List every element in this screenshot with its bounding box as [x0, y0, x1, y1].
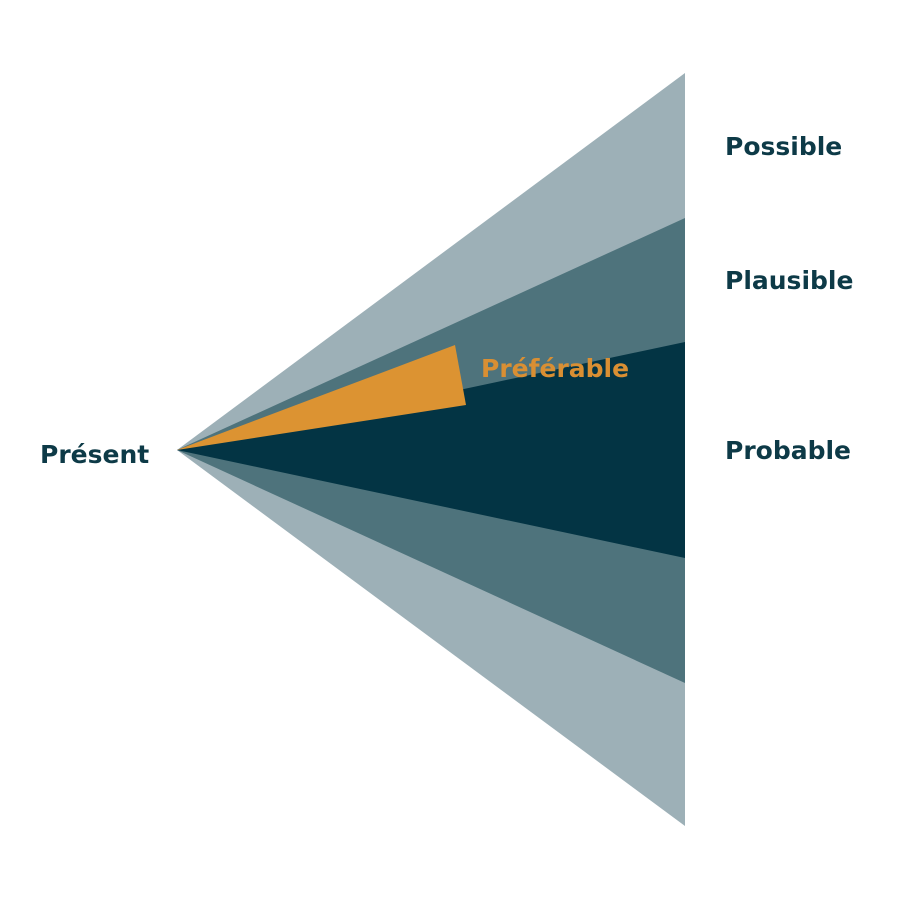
plausible-label: Plausible: [725, 266, 853, 295]
probable-cone: [177, 342, 685, 558]
present-label: Présent: [40, 440, 149, 469]
possible-label: Possible: [725, 132, 842, 161]
preferable-label: Préférable: [481, 354, 629, 383]
preferable-wedge: [177, 345, 466, 450]
probable-label: Probable: [725, 436, 851, 465]
